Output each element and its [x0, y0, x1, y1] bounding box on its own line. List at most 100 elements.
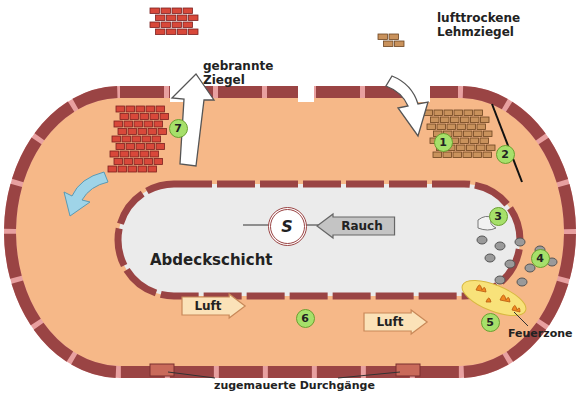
callout-text: 5: [486, 316, 494, 329]
brick: [480, 138, 489, 144]
loading-arrow: [386, 76, 428, 136]
leader-line: [168, 372, 215, 378]
brick: [471, 117, 480, 123]
brick: [154, 159, 163, 165]
node-text: Rauch: [341, 219, 383, 233]
brick: [156, 106, 165, 112]
brick: [481, 117, 490, 123]
brick: [487, 145, 496, 151]
brick: [189, 15, 199, 21]
brick: [443, 152, 452, 158]
brick: [128, 166, 137, 172]
fuel-piece: [485, 254, 495, 262]
brick: [461, 117, 470, 123]
brick: [150, 22, 160, 28]
kiln-ground: [10, 92, 570, 372]
brick: [146, 144, 155, 150]
flames: [476, 285, 520, 312]
bricked-passage: [396, 364, 420, 376]
brick: [150, 8, 160, 14]
brick: [126, 144, 135, 150]
brick: [463, 152, 472, 158]
node-text: S: [281, 217, 293, 236]
brick: [433, 152, 442, 158]
brick: [441, 117, 450, 123]
callout-number: 7: [169, 119, 188, 138]
callout-number: 3: [489, 207, 508, 226]
label: gebrannte Ziegel: [203, 60, 289, 88]
brick: [172, 8, 182, 14]
brick: [167, 29, 177, 35]
brick: [389, 34, 399, 40]
brick: [112, 136, 121, 142]
brick: [144, 159, 153, 165]
brick: [130, 151, 139, 157]
fuel-pieces: [477, 236, 557, 286]
fuel-piece: [505, 260, 515, 268]
brick: [116, 106, 125, 112]
brick: [464, 110, 473, 116]
callout-text: 3: [494, 210, 502, 223]
brick: [473, 152, 482, 158]
direction-arrow: [64, 172, 108, 216]
fuel-piece: [495, 242, 505, 250]
brick: [120, 151, 129, 157]
brick: [136, 144, 145, 150]
brick: [484, 131, 493, 137]
callout-text: 4: [536, 252, 544, 265]
brick: [178, 15, 188, 21]
wall-gaps: [10, 92, 570, 372]
brick: [136, 106, 145, 112]
brick: [124, 159, 133, 165]
brick: [477, 124, 486, 130]
brick: [467, 124, 476, 130]
brick: [150, 151, 159, 157]
brick: [474, 110, 483, 116]
brick: [444, 110, 453, 116]
brick: [128, 129, 137, 135]
brick: [124, 121, 133, 127]
callout-number: 6: [296, 309, 315, 328]
brick: [116, 144, 125, 150]
brick: [130, 114, 139, 120]
brick: [108, 166, 117, 172]
air-arrow: Luft: [182, 294, 245, 318]
label: lufttrockene Lehmziegel: [437, 12, 523, 40]
node-text: Luft: [194, 299, 221, 313]
brick: [120, 114, 129, 120]
leader-line: [338, 372, 400, 378]
brick: [134, 159, 143, 165]
brick: [144, 121, 153, 127]
dried-brick-pile: [378, 34, 404, 47]
brick: [427, 124, 436, 130]
brick: [183, 22, 193, 28]
fuel-piece: [495, 276, 505, 284]
brick: [454, 131, 463, 137]
brick: [384, 41, 394, 47]
brick: [138, 129, 147, 135]
brick: [474, 131, 483, 137]
brick: [156, 29, 166, 35]
brick: [451, 117, 460, 123]
inner-wall: [118, 184, 520, 296]
callout-text: 2: [501, 148, 509, 161]
brick: [477, 145, 486, 151]
brick: [378, 34, 388, 40]
brick: [172, 22, 182, 28]
callout-number: 4: [531, 249, 550, 268]
brick: [146, 106, 155, 112]
brick: [167, 15, 177, 21]
brick: [395, 41, 405, 47]
paper-partition: [492, 104, 522, 182]
fuel-piece: [515, 238, 525, 246]
label: zugemauerte Durchgänge: [214, 380, 375, 393]
label: Abdeckschicht: [150, 252, 273, 269]
label: Feuerzone: [508, 328, 573, 341]
brick: [161, 22, 171, 28]
brick: [118, 129, 127, 135]
brick: [126, 106, 135, 112]
brick: [140, 151, 149, 157]
brick: [110, 151, 119, 157]
bricked-passage: [150, 364, 174, 376]
